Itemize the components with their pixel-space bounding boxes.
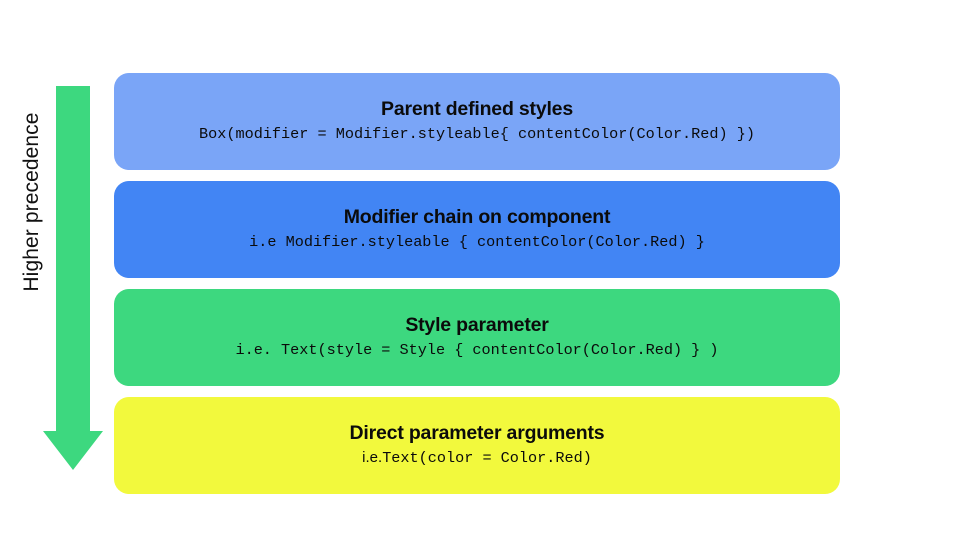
precedence-level-title: Parent defined styles	[381, 97, 573, 120]
precedence-level-code-body: Text(color = Color.Red)	[382, 449, 592, 468]
precedence-level-title: Modifier chain on component	[343, 205, 611, 228]
precedence-level-code: i.e Modifier.styleable { contentColor(Co…	[249, 233, 705, 252]
precedence-level-code: i.e. Text(style = Style { contentColor(C…	[235, 341, 719, 360]
precedence-level-title: Style parameter	[405, 313, 549, 336]
precedence-level-code-prefix: i.e.	[362, 449, 383, 467]
arrow-icon	[43, 86, 103, 470]
precedence-level-style-parameter[interactable]: Style parameter i.e. Text(style = Style …	[114, 289, 840, 386]
precedence-level-title: Direct parameter arguments	[349, 421, 605, 444]
downward-precedence-arrow	[41, 86, 105, 472]
precedence-level-code: i.e.Text(color = Color.Red)	[362, 447, 592, 469]
precedence-level-parent-defined-styles[interactable]: Parent defined styles Box(modifier = Mod…	[114, 73, 840, 170]
precedence-level-direct-parameter-arguments[interactable]: Direct parameter arguments i.e.Text(colo…	[114, 397, 840, 494]
precedence-box-stack: Parent defined styles Box(modifier = Mod…	[114, 73, 840, 494]
precedence-level-code: Box(modifier = Modifier.styleable{ conte…	[199, 125, 755, 144]
precedence-level-modifier-chain[interactable]: Modifier chain on component i.e Modifier…	[114, 181, 840, 278]
precedence-axis-label: Higher precedence	[20, 112, 43, 292]
